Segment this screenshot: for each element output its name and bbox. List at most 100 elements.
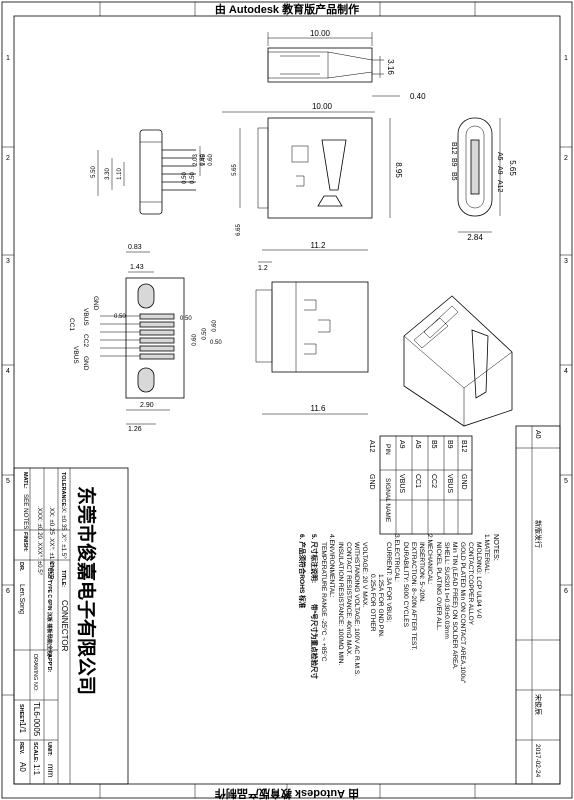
iso-view bbox=[403, 295, 513, 427]
dim-pad: 0.83 bbox=[128, 244, 142, 251]
scale-value: 1:1 bbox=[32, 764, 41, 776]
pad-label: GND bbox=[82, 356, 89, 371]
tolerance-line: .X: ±0.35 .X°: ±1.5° bbox=[60, 506, 67, 559]
drawn-label: DR. bbox=[18, 562, 24, 572]
zone-label: 2 bbox=[6, 155, 10, 162]
note-line: TEMPERATURE RANGE -25°C ~ +85°C bbox=[320, 542, 328, 662]
note-line: EXTRACTION: 8~20N AFTER TEST. bbox=[410, 542, 417, 651]
dim-bottom: 11.6 bbox=[311, 404, 327, 413]
pad-label: VBUS bbox=[82, 308, 89, 326]
pin-label: A5 bbox=[496, 152, 503, 161]
title-block: 东莞市俊嘉电子有限公司 TITLE: CONNECTOR USB TYPE C … bbox=[13, 467, 129, 785]
note-line: 2.MECHANICAL: bbox=[426, 534, 433, 585]
pad-view: 0.83 1.43 GND VBUS CC1 CC2 VBUS GND 0.50… bbox=[68, 244, 222, 433]
pin-label: B5 bbox=[450, 172, 457, 181]
pad-label: CC2 bbox=[82, 334, 89, 347]
zone-label: 1 bbox=[564, 55, 568, 62]
pad-label: VBUS bbox=[72, 346, 79, 364]
table-cell: CC2 bbox=[430, 474, 437, 488]
table-cell: A5 bbox=[414, 440, 421, 449]
title-label: TITLE: bbox=[60, 570, 66, 587]
tolerance-label: TOLERANCE: bbox=[60, 472, 66, 508]
material-label: MATL: bbox=[22, 472, 28, 489]
tolerance-line: .XXX: ±0.20 .XXX°: ±0.5° bbox=[36, 506, 43, 576]
dim-pad: 0.60 bbox=[212, 320, 218, 332]
checked-label: CHK'D: bbox=[48, 562, 54, 581]
pin-label: B12 bbox=[450, 142, 457, 155]
front-view: 5.65 2.84 B12 B9 B5 A5 A9 A12 bbox=[450, 117, 517, 242]
dim-pin: 6.65 bbox=[236, 224, 242, 236]
dim-pad: 2.90 bbox=[140, 402, 154, 409]
see-notes: SEE NOTES bbox=[22, 494, 29, 529]
zone-labels: 1 2 3 4 5 6 1 2 3 4 5 6 bbox=[6, 55, 568, 595]
dim-side-b: 2.03 bbox=[193, 154, 199, 166]
table-cell: GND bbox=[460, 474, 467, 490]
zone-label: 5 bbox=[564, 478, 568, 485]
dim-front-width: 2.84 bbox=[467, 233, 483, 242]
sheet-label: SHEET: bbox=[18, 704, 24, 724]
note-line: 3.ELECTRICAL: bbox=[393, 534, 400, 582]
pin-label: A12 bbox=[496, 180, 503, 193]
notes-block: NOTES: 1.MATERIAL: MOLDING: LCP UL94 V-0… bbox=[298, 534, 501, 684]
revision-rev: A0 bbox=[534, 430, 541, 439]
zone-label: 3 bbox=[564, 258, 568, 265]
table-cell: B5 bbox=[430, 440, 437, 449]
dim-pin: 0.50 bbox=[190, 172, 196, 184]
revision-block: A0 新版发行 宋俊辰 2017-02-24 bbox=[515, 425, 561, 785]
zone-label: 5 bbox=[6, 478, 10, 485]
dim-side-height: 8.95 bbox=[394, 162, 403, 178]
note-line: 1.MATERIAL: bbox=[483, 534, 490, 574]
sheet-value: 1/1 bbox=[18, 722, 27, 734]
pad-label: CC1 bbox=[68, 318, 75, 331]
dim-pad: 1.43 bbox=[130, 264, 144, 271]
dim-front-height: 5.65 bbox=[508, 160, 517, 176]
note-line: VOLTAGE: 20 V MAX. bbox=[361, 542, 368, 608]
table-cell: A12 bbox=[368, 440, 375, 453]
drawing-no-label: DRAWING NO: bbox=[32, 654, 38, 692]
table-cell: VBUS bbox=[446, 474, 453, 493]
dim-offset: 0.40 bbox=[410, 92, 426, 101]
dim-pin: 1.10 bbox=[117, 168, 123, 180]
finish-label: FINISH: bbox=[22, 532, 28, 552]
company-name: 东莞市俊嘉电子有限公司 bbox=[75, 486, 98, 695]
table-header: PIN bbox=[384, 444, 391, 455]
dim-top-width: 10.00 bbox=[310, 29, 331, 38]
note-line: CONTACT:COPPER ALLOY bbox=[467, 542, 474, 626]
dim-pad: 0.50 bbox=[202, 328, 208, 340]
revision-date: 2017-02-24 bbox=[534, 744, 541, 778]
note-line: INSULATION RESISTANCE: 100MΩ MIN. bbox=[337, 542, 344, 666]
part-description: USB TYPE C 6PIN 沉板 插板母座(全包) bbox=[46, 568, 53, 657]
note-line: 6. 产品须符合ROHS 标准 bbox=[298, 534, 307, 609]
zone-label: 6 bbox=[564, 588, 568, 595]
revision-description: 新版发行 bbox=[534, 520, 543, 548]
pin-label: A9 bbox=[496, 166, 503, 175]
notes-title: NOTES: bbox=[492, 534, 501, 561]
note-line: MOLDING: LCP UL94 V-0 bbox=[475, 542, 482, 619]
zone-label: 4 bbox=[564, 368, 568, 375]
dim-side-left: 5.65 bbox=[232, 164, 238, 176]
note-line: CONTACT RESISTANCE: 40mΩ MAX. bbox=[345, 542, 352, 656]
dim-pin: 3.30 bbox=[105, 168, 111, 180]
table-cell: B9 bbox=[446, 440, 453, 449]
note-line: GOLD PLATED Min ON CONTACT AREA,100u" bbox=[459, 542, 466, 684]
zone-label: 6 bbox=[6, 588, 10, 595]
dim-pin: 0.60 bbox=[200, 154, 206, 166]
note-line: CURRENT: 3A FOR VBUS; bbox=[385, 542, 392, 622]
dim-pad: 1.26 bbox=[128, 426, 142, 433]
dim-pad: 0.50 bbox=[210, 340, 222, 346]
top-view: 10.00 3.16 0.40 bbox=[267, 29, 426, 101]
side-view: 10.00 8.95 5.65 2.03 1.45 bbox=[193, 102, 403, 219]
zone-label: 1 bbox=[6, 55, 10, 62]
note-line: NICKEL PLATING OVER ALL. bbox=[435, 542, 442, 631]
rev-label: REV. bbox=[18, 742, 24, 755]
note-line: DURABILITY: 5000 CYCLES bbox=[402, 542, 409, 628]
dim-top-height: 3.16 bbox=[386, 59, 395, 75]
dim-length: 11.2 bbox=[311, 241, 327, 250]
section-view: 11.2 1.2 11.6 bbox=[255, 241, 369, 415]
table-header: SIGNAL NAME bbox=[384, 478, 391, 523]
note-line: INSERTION: 5~20N. bbox=[418, 542, 425, 603]
table-cell: CC1 bbox=[414, 474, 421, 488]
rev-value: A0 bbox=[18, 762, 27, 772]
zone-label: 3 bbox=[6, 258, 10, 265]
